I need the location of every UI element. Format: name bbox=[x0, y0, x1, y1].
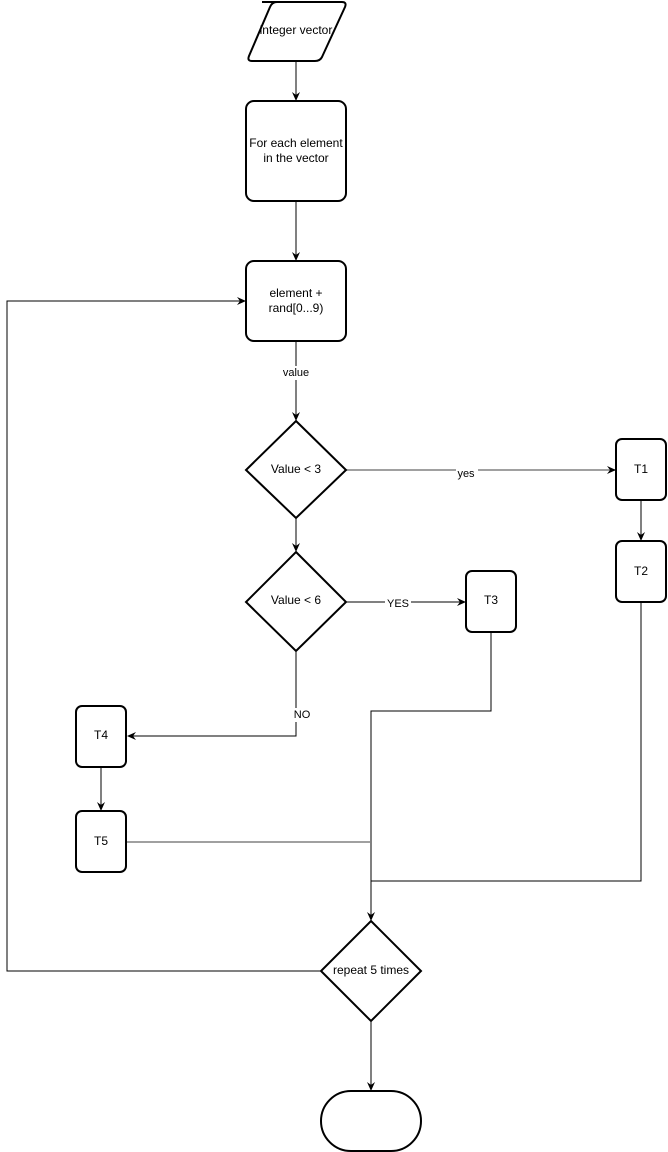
add-rand-label-line-2: rand[0...9) bbox=[269, 301, 324, 315]
node-t4[interactable]: T4 bbox=[75, 705, 127, 768]
add-rand-label-line-1: element + bbox=[269, 286, 322, 300]
node-t3[interactable]: T3 bbox=[465, 570, 517, 633]
node-t1[interactable]: T1 bbox=[615, 438, 667, 501]
node-input[interactable]: integer vector bbox=[247, 1, 347, 62]
t5-box bbox=[75, 810, 127, 873]
node-for-each[interactable]: For each element in the vector bbox=[245, 100, 347, 202]
node-end[interactable] bbox=[320, 1090, 422, 1152]
t1-box bbox=[615, 438, 667, 501]
edge-decision-lt6-to-t4 bbox=[127, 651, 297, 740]
input-label: integer vector bbox=[260, 23, 333, 37]
t2-label: T2 bbox=[634, 564, 648, 578]
decision-lt3-diamond bbox=[244, 419, 348, 520]
node-t2[interactable]: T2 bbox=[615, 540, 667, 603]
edge-label-YES: YES bbox=[387, 598, 409, 610]
edge-label-yes: yes bbox=[457, 468, 475, 480]
t2-box bbox=[615, 540, 667, 603]
edge-label-NO: NO bbox=[294, 709, 311, 721]
for-each-label-line-1: For each element bbox=[249, 136, 343, 150]
t3-box bbox=[465, 570, 517, 633]
node-t5[interactable]: T5 bbox=[75, 810, 127, 873]
t1-label: T1 bbox=[634, 462, 648, 476]
decision-lt6-diamond bbox=[244, 550, 348, 653]
edge-t3-to-repeat bbox=[367, 632, 492, 921]
input-parallelogram bbox=[247, 1, 347, 62]
node-repeat[interactable]: repeat 5 times bbox=[319, 919, 423, 1023]
end-terminator bbox=[320, 1090, 422, 1152]
add-rand-box bbox=[245, 260, 347, 342]
t4-box bbox=[75, 705, 127, 768]
node-decision-lt6[interactable]: Value < 6 bbox=[244, 550, 348, 653]
for-each-box bbox=[245, 100, 347, 202]
decision-lt3-label: Value < 3 bbox=[271, 462, 321, 476]
node-add-rand[interactable]: element + rand[0...9) bbox=[245, 260, 347, 342]
edge-repeat-to-add-rand bbox=[6, 297, 321, 972]
node-decision-lt3[interactable]: Value < 3 bbox=[244, 419, 348, 520]
t3-label: T3 bbox=[484, 593, 498, 607]
edge-label-value: value bbox=[283, 367, 309, 379]
edges bbox=[6, 62, 645, 1091]
edge-t2-to-merge bbox=[371, 602, 642, 882]
decision-lt6-label: Value < 6 bbox=[271, 593, 321, 607]
t5-label: T5 bbox=[94, 834, 108, 848]
t4-label: T4 bbox=[94, 728, 108, 742]
repeat-label: repeat 5 times bbox=[333, 963, 409, 977]
repeat-diamond bbox=[319, 919, 423, 1023]
for-each-label-line-2: in the vector bbox=[263, 151, 328, 165]
edge-labels: value yes YES NO bbox=[281, 366, 478, 722]
